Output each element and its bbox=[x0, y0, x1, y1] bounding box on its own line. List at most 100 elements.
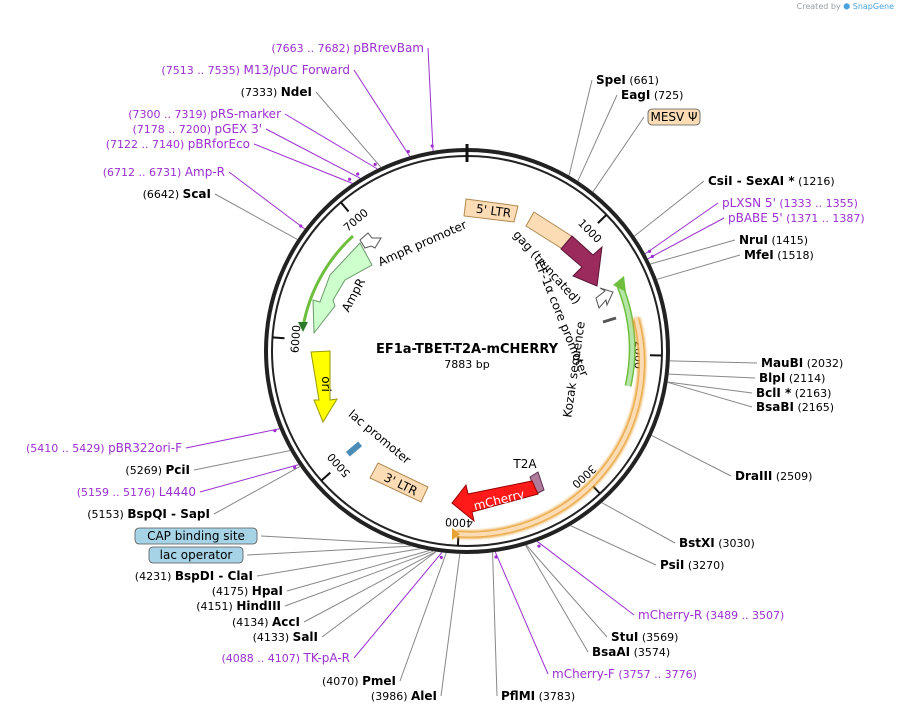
site-leader-line bbox=[536, 541, 635, 616]
enzyme-label[interactable]: BlpI (2114) bbox=[759, 371, 825, 385]
primer-label[interactable]: (7122 .. 7140) pBRforEco bbox=[106, 137, 250, 151]
enzyme-label[interactable]: MfeI (1518) bbox=[744, 248, 814, 262]
tick-mark bbox=[320, 471, 331, 482]
site-position: (7300 .. 7319) bbox=[128, 108, 207, 121]
site-position: (5410 .. 5429) bbox=[26, 442, 105, 455]
primer-mark bbox=[650, 254, 654, 259]
site-leader-line bbox=[284, 550, 434, 607]
primer-label[interactable]: mCherry-R (3489 .. 3507) bbox=[638, 608, 784, 622]
site-position: (6642) bbox=[143, 188, 180, 201]
primer-mark bbox=[647, 249, 652, 253]
primer-label[interactable]: pLXSN 5' (1333 .. 1355) bbox=[722, 196, 858, 210]
site-leader-line bbox=[353, 552, 443, 659]
enzyme-label[interactable]: (7333) NdeI bbox=[241, 85, 312, 99]
site-name: BclI * bbox=[756, 386, 792, 400]
primer-label[interactable]: (4088 .. 4107) TK-pA-R bbox=[221, 651, 350, 665]
enzyme-label[interactable]: (4151) HindIII bbox=[196, 599, 281, 613]
site-name: AccI bbox=[272, 615, 300, 629]
site-leader-line bbox=[494, 551, 549, 675]
enzyme-label[interactable]: NruI (1415) bbox=[739, 233, 808, 247]
site-leader-line bbox=[669, 360, 758, 364]
site-leader-line bbox=[427, 47, 434, 151]
snapgene-credit: Created by ⬢ SnapGene bbox=[796, 2, 894, 11]
enzyme-label[interactable]: PflMI (3783) bbox=[501, 689, 575, 703]
primer-label[interactable]: (7178 .. 7200) pGEX 3' bbox=[132, 122, 262, 136]
primer-label[interactable]: (7300 .. 7319) pRS-marker bbox=[128, 107, 281, 121]
site-position: (3270) bbox=[688, 559, 725, 572]
site-leader-line bbox=[667, 381, 753, 394]
enzyme-label[interactable]: CsiI - SexAI * (1216) bbox=[708, 174, 835, 188]
feature-ampr-arc-head bbox=[298, 322, 308, 332]
enzyme-label[interactable]: StuI (3569) bbox=[611, 630, 678, 644]
feature-kozak[interactable] bbox=[602, 316, 617, 324]
primer-label[interactable]: mCherry-F (3757 .. 3776) bbox=[552, 667, 697, 681]
primer-label[interactable]: (5159 .. 5176) L4440 bbox=[77, 485, 196, 499]
enzyme-label[interactable]: BclI * (2163) bbox=[756, 386, 831, 400]
site-position: (2165) bbox=[798, 401, 835, 414]
feature-label-text: MESV Ψ bbox=[650, 110, 697, 124]
site-leader-line bbox=[260, 535, 404, 545]
site-position: (5153) bbox=[87, 508, 124, 521]
feature-ori-arrow[interactable] bbox=[310, 350, 338, 424]
enzyme-label[interactable]: MauBI (2032) bbox=[761, 356, 843, 370]
site-name: MfeI bbox=[744, 248, 774, 262]
enzyme-label[interactable]: (4231) BspDI - ClaI bbox=[135, 569, 253, 583]
site-name: BlpI bbox=[759, 371, 785, 385]
feature-label-box[interactable] bbox=[647, 108, 701, 126]
site-leader-line bbox=[246, 545, 412, 556]
site-name: pLXSN 5' bbox=[722, 196, 776, 210]
site-position: (2032) bbox=[807, 357, 844, 370]
primer-mark bbox=[293, 465, 297, 470]
enzyme-label[interactable]: BsaAI (3574) bbox=[592, 645, 670, 659]
enzyme-label[interactable]: (4134) AccI bbox=[232, 615, 300, 629]
enzyme-label[interactable]: BsaBI (2165) bbox=[756, 400, 834, 414]
site-leader-line bbox=[634, 180, 705, 237]
feature-orange-cds[interactable] bbox=[455, 317, 644, 537]
feature-5-ltr[interactable] bbox=[463, 198, 519, 223]
enzyme-label[interactable]: SpeI (661) bbox=[596, 73, 659, 87]
feature-3-ltr[interactable] bbox=[369, 462, 429, 503]
site-position: (7122 .. 7140) bbox=[106, 138, 185, 151]
feature-ampr-promoter-arrow[interactable] bbox=[359, 232, 382, 249]
enzyme-label[interactable]: (6642) ScaI bbox=[143, 187, 211, 201]
feature-lac-operator[interactable] bbox=[345, 441, 363, 457]
feature-label-box[interactable] bbox=[148, 546, 244, 564]
site-name: BsaAI bbox=[592, 645, 630, 659]
site-name: DraIII bbox=[735, 469, 772, 483]
primer-label[interactable]: (7513 .. 7535) M13/pUC Forward bbox=[161, 63, 350, 77]
enzyme-label[interactable]: EagI (725) bbox=[621, 88, 683, 102]
feature-ampr-arc bbox=[301, 234, 355, 328]
primer-label[interactable]: (7663 .. 7682) pBRrevBam bbox=[271, 41, 424, 55]
enzyme-label[interactable]: PsiI (3270) bbox=[660, 558, 724, 572]
primer-label[interactable]: (6712 .. 6731) Amp-R bbox=[103, 165, 225, 179]
primer-label[interactable]: (5410 .. 5429) pBR322ori-F bbox=[26, 441, 182, 455]
primer-mark bbox=[494, 555, 498, 559]
enzyme-label[interactable]: (3986) AleI bbox=[371, 689, 437, 703]
site-position: (7663 .. 7682) bbox=[271, 42, 350, 55]
primer-mark bbox=[356, 172, 360, 176]
tick-label: 7000 bbox=[341, 206, 371, 234]
enzyme-label[interactable]: (5153) BspQI - SapI bbox=[87, 507, 210, 521]
feature-t2a-label: T2A bbox=[512, 457, 537, 471]
feature-label-box[interactable] bbox=[134, 527, 258, 545]
enzyme-label[interactable]: (4175) HpaI bbox=[212, 584, 283, 598]
site-position: (3030) bbox=[718, 537, 755, 550]
site-position: (1415) bbox=[771, 234, 808, 247]
enzyme-label[interactable]: DraIII (2509) bbox=[735, 469, 812, 483]
site-name: HindIII bbox=[236, 599, 281, 613]
site-name: pBRforEco bbox=[188, 137, 250, 151]
enzyme-label[interactable]: (4070) PmeI bbox=[322, 674, 396, 688]
enzyme-label[interactable]: (4133) SalI bbox=[253, 630, 318, 644]
feature-tbet-arrow[interactable] bbox=[560, 235, 603, 287]
site-position: (1216) bbox=[798, 175, 835, 188]
enzyme-label[interactable]: (5269) PciI bbox=[125, 463, 190, 477]
site-name: StuI bbox=[611, 630, 638, 644]
primer-mark bbox=[439, 555, 443, 560]
feature-ef1a-promoter-arrow[interactable] bbox=[595, 287, 614, 310]
site-leader-line bbox=[592, 116, 645, 193]
feature-mcherry-arrow[interactable] bbox=[451, 480, 539, 523]
enzyme-label[interactable]: BstXI (3030) bbox=[679, 536, 755, 550]
feature-ampr-promoter-label: AmpR promoter bbox=[376, 218, 469, 270]
primer-label[interactable]: pBABE 5' (1371 .. 1387) bbox=[728, 211, 865, 225]
feature-ampr-arrow[interactable] bbox=[312, 242, 373, 335]
